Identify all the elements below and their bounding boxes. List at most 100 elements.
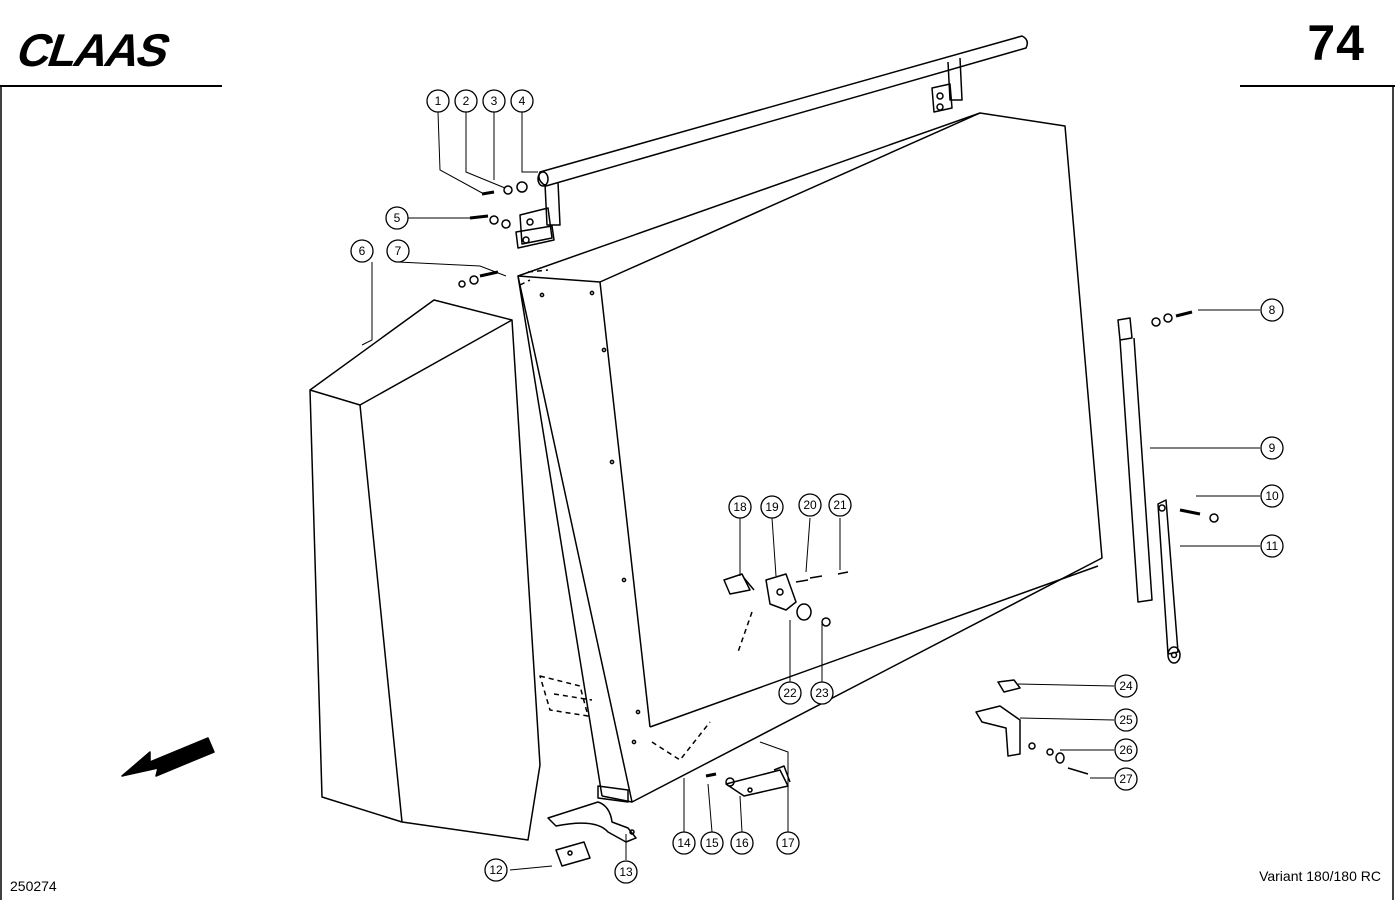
callout-8: 8 xyxy=(1260,298,1284,322)
page-number: 74 xyxy=(1307,15,1365,71)
callout-label: 16 xyxy=(735,836,749,850)
fasteners xyxy=(458,181,1219,787)
callout-label: 22 xyxy=(783,686,797,700)
callout-circle xyxy=(1260,484,1284,508)
callout-label: 3 xyxy=(491,94,498,108)
callout-label: 2 xyxy=(463,94,470,108)
callout-circle xyxy=(482,89,506,113)
claas-logo-text: CLAAS xyxy=(10,25,176,77)
callout-21: 21 xyxy=(828,493,852,517)
clamp-parts xyxy=(547,801,637,867)
document-id: 250274 xyxy=(10,878,57,894)
callout-circle xyxy=(730,831,754,855)
claas-logo: CLAAS xyxy=(10,25,176,77)
callout-circle xyxy=(454,89,478,113)
callout-label: 17 xyxy=(781,836,795,850)
callout-12: 12 xyxy=(484,858,508,882)
callout-9: 9 xyxy=(1260,436,1284,460)
callout-label: 11 xyxy=(1266,539,1279,553)
callout-14: 14 xyxy=(672,831,696,855)
callout-circle xyxy=(1260,436,1284,460)
callout-3: 3 xyxy=(482,89,506,113)
callout-2: 2 xyxy=(454,89,478,113)
callout-label: 19 xyxy=(765,500,779,514)
callout-7: 7 xyxy=(386,239,410,263)
latch-part xyxy=(725,765,791,797)
callout-circle xyxy=(426,89,450,113)
callout-1: 1 xyxy=(426,89,450,113)
callout-24: 24 xyxy=(1114,674,1138,698)
callout-label: 8 xyxy=(1269,303,1276,317)
top-rail xyxy=(537,35,1029,226)
direction-arrow-icon xyxy=(121,737,215,777)
large-panel xyxy=(517,112,1103,803)
callout-circle xyxy=(798,493,822,517)
callout-label: 26 xyxy=(1119,743,1133,757)
callout-18: 18 xyxy=(728,495,752,519)
callout-circle xyxy=(614,860,638,884)
callout-label: 6 xyxy=(359,244,366,258)
callout-label: 4 xyxy=(519,94,526,108)
hinge-hidden-lines xyxy=(519,269,753,761)
leader-lines xyxy=(361,111,1260,871)
callout-circle xyxy=(828,493,852,517)
callout-label: 25 xyxy=(1119,713,1133,727)
callout-label: 7 xyxy=(395,244,402,258)
callout-circle xyxy=(700,831,724,855)
callout-circle xyxy=(1114,767,1138,791)
lock-assembly xyxy=(723,571,849,627)
callout-circle xyxy=(510,89,534,113)
callout-23: 23 xyxy=(810,681,834,705)
callout-label: 27 xyxy=(1119,772,1133,786)
gas-strut xyxy=(1117,317,1181,664)
callout-label: 1 xyxy=(435,94,442,108)
callout-circle xyxy=(1260,534,1284,558)
callout-4: 4 xyxy=(510,89,534,113)
small-bracket-parts xyxy=(975,679,1089,775)
callout-label: 9 xyxy=(1269,441,1276,455)
callout-circle xyxy=(1260,298,1284,322)
callout-10: 10 xyxy=(1260,484,1284,508)
callout-22: 22 xyxy=(778,681,802,705)
callout-label: 21 xyxy=(833,498,847,512)
callout-circle xyxy=(728,495,752,519)
callout-circle xyxy=(1114,674,1138,698)
callout-circle xyxy=(776,831,800,855)
callout-circle xyxy=(386,239,410,263)
callout-19: 19 xyxy=(760,495,784,519)
callout-label: 14 xyxy=(677,836,691,850)
callout-circle xyxy=(484,858,508,882)
callout-label: 20 xyxy=(803,498,817,512)
callout-circle xyxy=(350,239,374,263)
callout-label: 12 xyxy=(489,863,503,877)
callout-label: 5 xyxy=(394,211,401,225)
callout-17: 17 xyxy=(776,831,800,855)
callout-label: 13 xyxy=(619,865,633,879)
side-cover xyxy=(309,299,541,841)
callout-label: 23 xyxy=(815,686,829,700)
callout-label: 18 xyxy=(733,500,747,514)
callout-13: 13 xyxy=(614,860,638,884)
callout-circle xyxy=(1114,738,1138,762)
callout-circle xyxy=(760,495,784,519)
callout-25: 25 xyxy=(1114,708,1138,732)
callout-circle xyxy=(1114,708,1138,732)
callout-20: 20 xyxy=(798,493,822,517)
callout-27: 27 xyxy=(1114,767,1138,791)
callout-circle xyxy=(810,681,834,705)
callout-6: 6 xyxy=(350,239,374,263)
callout-circle xyxy=(778,681,802,705)
callout-label: 10 xyxy=(1265,489,1279,503)
callout-26: 26 xyxy=(1114,738,1138,762)
callout-16: 16 xyxy=(730,831,754,855)
model-name: Variant 180/180 RC xyxy=(1259,868,1381,884)
callout-circle xyxy=(385,206,409,230)
callout-label: 15 xyxy=(705,836,719,850)
rail-bracket xyxy=(515,207,555,249)
callout-5: 5 xyxy=(385,206,409,230)
callout-11: 11 xyxy=(1260,534,1284,558)
callout-label: 24 xyxy=(1119,679,1133,693)
callout-15: 15 xyxy=(700,831,724,855)
